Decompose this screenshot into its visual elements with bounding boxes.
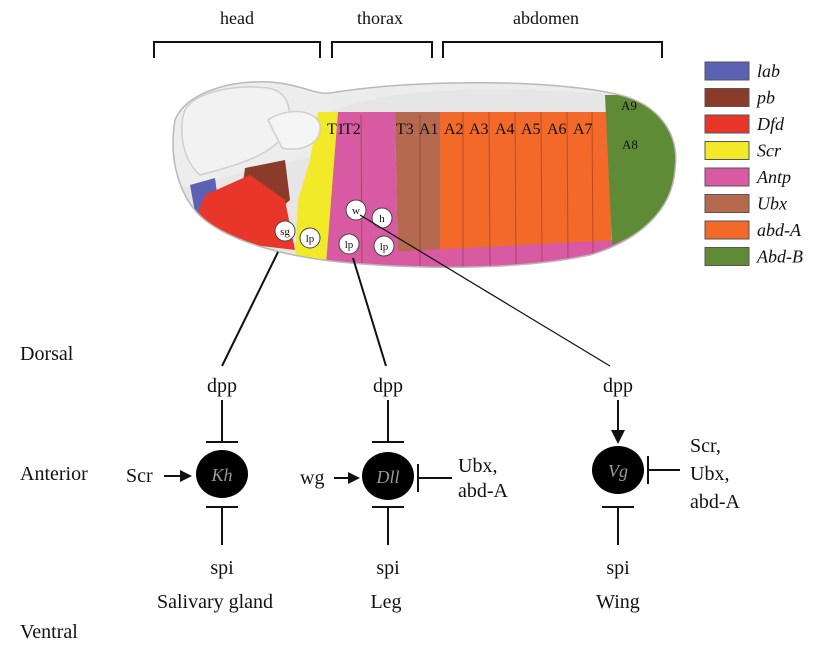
seg-A8: A8	[622, 137, 638, 152]
abdb-domain	[605, 95, 690, 245]
svg-text:lp: lp	[380, 241, 389, 253]
thorax-bracket	[332, 42, 432, 58]
legend-swatch-lab	[705, 62, 749, 80]
primordium-lp-t1: lp	[339, 234, 359, 254]
leg-repressor-line2: abd-A	[458, 480, 509, 502]
leg-spi: spi	[376, 557, 400, 579]
wing-repressor-line1: Scr,	[690, 435, 721, 457]
legend-label-antp: Antp	[756, 167, 791, 187]
svg-text:h: h	[379, 213, 385, 225]
seg-A1: A1	[419, 121, 439, 138]
seg-A3: A3	[469, 121, 489, 138]
legend-label-scr: Scr	[757, 141, 782, 161]
seg-A7: A7	[573, 121, 593, 138]
wing-repressor-line3: abd-A	[690, 491, 741, 513]
leg-gene: Dll	[375, 467, 399, 487]
seg-A9: A9	[621, 98, 637, 113]
salivary-dpp: dpp	[207, 375, 237, 397]
thorax-label: thorax	[357, 8, 403, 28]
anterior-label: Anterior	[20, 463, 88, 485]
seg-A6: A6	[547, 121, 567, 138]
legend-swatch-antp	[705, 168, 749, 186]
primordium-h: h	[372, 208, 392, 228]
primordium-sg: sg	[275, 221, 295, 241]
connector-leg	[353, 258, 386, 366]
seg-A2: A2	[444, 121, 464, 138]
leg-repressor-line1: Ubx,	[458, 455, 497, 477]
seg-T2: T2	[343, 121, 361, 138]
head-bracket	[154, 42, 320, 58]
leg-dpp: dpp	[373, 375, 403, 397]
legend-swatch-ubx	[705, 195, 749, 213]
legend-swatch-pb	[705, 89, 749, 107]
legend-label-abd-b: Abd-B	[756, 247, 803, 267]
svg-text:lp: lp	[306, 233, 315, 245]
seg-T3: T3	[396, 121, 414, 138]
connector-salivary	[222, 252, 278, 366]
salivary-activator: Scr	[126, 465, 153, 487]
dorsal-label: Dorsal	[20, 343, 74, 365]
wing-gene: Vg	[608, 461, 628, 481]
salivary-gene: Kh	[210, 465, 232, 485]
head-label: head	[220, 8, 254, 28]
abdomen-bracket	[443, 42, 662, 58]
salivary-title: Salivary gland	[157, 591, 273, 613]
svg-text:sg: sg	[280, 226, 290, 238]
legend-label-lab: lab	[757, 61, 780, 81]
wing-title: Wing	[596, 591, 640, 613]
legend-swatch-dfd	[705, 115, 749, 133]
wing-repressor-line2: Ubx,	[690, 463, 729, 485]
legend-swatch-abd-a	[705, 221, 749, 239]
abdomen-label: abdomen	[513, 8, 579, 28]
legend-label-pb: pb	[755, 88, 775, 108]
region-brackets	[154, 42, 662, 58]
legend-swatch-scr	[705, 142, 749, 160]
embryo: T1 T2 T3 A1 A2 A3 A4 A5 A6 A7 A9 A8 sg l…	[160, 70, 690, 290]
legend-label-abd-a: abd-A	[757, 220, 802, 240]
salivary-spi: spi	[210, 557, 234, 579]
legend-label-dfd: Dfd	[756, 114, 785, 134]
primordium-lp-t2: lp	[374, 236, 394, 256]
svg-text:w: w	[352, 205, 360, 217]
legend-swatch-abd-b	[705, 248, 749, 266]
ventral-label: Ventral	[20, 621, 78, 643]
leg-title: Leg	[370, 591, 401, 613]
legend-label-ubx: Ubx	[757, 194, 787, 214]
seg-A4: A4	[495, 121, 515, 138]
wing-dpp: dpp	[603, 375, 633, 397]
pathway-salivary-gland: dpp Scr Kh spi Salivary gland	[126, 375, 273, 613]
leg-activator: wg	[300, 467, 324, 489]
svg-text:lp: lp	[345, 239, 354, 251]
pathway-leg: dpp wg Dll Ubx, abd-A spi Leg	[300, 375, 509, 613]
seg-A5: A5	[521, 121, 541, 138]
primordium-lp-head: lp	[300, 228, 320, 248]
pathway-wing: dpp Vg Scr, Ubx, abd-A spi Wing	[592, 375, 741, 613]
wing-spi: spi	[606, 557, 630, 579]
